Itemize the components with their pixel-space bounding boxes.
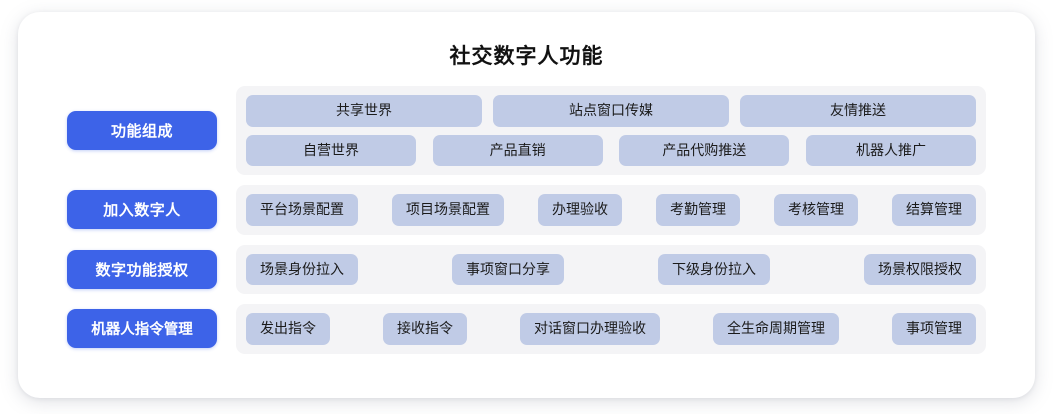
chip-item[interactable]: 产品代购推送 <box>619 134 790 166</box>
matrix-row: 加入数字人 平台场景配置 项目场景配置 办理验收 考勤管理 考核管理 结算管理 <box>66 185 986 235</box>
chip-item[interactable]: 下级身份拉入 <box>658 253 770 285</box>
chip-item[interactable]: 考勤管理 <box>656 194 740 226</box>
chip-line: 平台场景配置 项目场景配置 办理验收 考勤管理 考核管理 结算管理 <box>246 194 976 226</box>
chip-item[interactable]: 结算管理 <box>892 194 976 226</box>
chip-item[interactable]: 全生命周期管理 <box>713 313 839 345</box>
matrix-row: 功能组成 共享世界 站点窗口传媒 友情推送 自营世界 产品直销 产品代购推送 机… <box>66 86 986 175</box>
row-content-panel: 平台场景配置 项目场景配置 办理验收 考勤管理 考核管理 结算管理 <box>236 185 986 235</box>
chip-item[interactable]: 发出指令 <box>246 313 330 345</box>
chip-item[interactable]: 站点窗口传媒 <box>493 95 729 127</box>
chip-item[interactable]: 项目场景配置 <box>392 194 504 226</box>
chip-line: 自营世界 产品直销 产品代购推送 机器人推广 <box>246 134 976 166</box>
category-button-robot-command-management[interactable]: 机器人指令管理 <box>67 309 217 349</box>
matrix-row: 机器人指令管理 发出指令 接收指令 对话窗口办理验收 全生命周期管理 事项管理 <box>66 304 986 354</box>
chip-item[interactable]: 共享世界 <box>246 95 482 127</box>
chip-item[interactable]: 友情推送 <box>740 95 976 127</box>
chip-line: 发出指令 接收指令 对话窗口办理验收 全生命周期管理 事项管理 <box>246 313 976 345</box>
matrix-row: 数字功能授权 场景身份拉入 事项窗口分享 下级身份拉入 场景权限授权 <box>66 244 986 294</box>
category-button-functional-composition[interactable]: 功能组成 <box>67 111 217 150</box>
row-label-cell: 机器人指令管理 <box>66 309 218 349</box>
page-title: 社交数字人功能 <box>449 45 604 68</box>
chip-item[interactable]: 场景身份拉入 <box>246 253 358 285</box>
chip-item[interactable]: 自营世界 <box>246 134 416 166</box>
function-matrix: 功能组成 共享世界 站点窗口传媒 友情推送 自营世界 产品直销 产品代购推送 机… <box>66 86 986 354</box>
chip-item[interactable]: 办理验收 <box>538 194 622 226</box>
chip-item[interactable]: 机器人推广 <box>805 134 976 166</box>
row-content-panel: 场景身份拉入 事项窗口分享 下级身份拉入 场景权限授权 <box>236 244 986 294</box>
row-content-panel: 发出指令 接收指令 对话窗口办理验收 全生命周期管理 事项管理 <box>236 304 986 354</box>
chip-item[interactable]: 场景权限授权 <box>864 253 976 285</box>
chip-item[interactable]: 产品直销 <box>432 134 603 166</box>
category-button-digital-function-authorization[interactable]: 数字功能授权 <box>67 249 217 289</box>
row-label-cell: 数字功能授权 <box>66 249 218 289</box>
chip-line: 场景身份拉入 事项窗口分享 下级身份拉入 场景权限授权 <box>246 253 976 285</box>
chip-item[interactable]: 平台场景配置 <box>246 194 358 226</box>
chip-item[interactable]: 接收指令 <box>383 313 467 345</box>
row-content-panel: 共享世界 站点窗口传媒 友情推送 自营世界 产品直销 产品代购推送 机器人推广 <box>236 86 986 175</box>
chip-item[interactable]: 事项窗口分享 <box>452 253 564 285</box>
chip-item[interactable]: 事项管理 <box>892 313 976 345</box>
row-label-cell: 加入数字人 <box>66 190 218 230</box>
chip-line: 共享世界 站点窗口传媒 友情推送 <box>246 95 976 127</box>
diagram-card: 社交数字人功能 功能组成 共享世界 站点窗口传媒 友情推送 自营世界 产品直销 <box>18 12 1035 398</box>
category-button-join-digital-human[interactable]: 加入数字人 <box>67 190 217 230</box>
row-label-cell: 功能组成 <box>66 111 218 150</box>
chip-item[interactable]: 对话窗口办理验收 <box>520 313 660 345</box>
chip-item[interactable]: 考核管理 <box>774 194 858 226</box>
